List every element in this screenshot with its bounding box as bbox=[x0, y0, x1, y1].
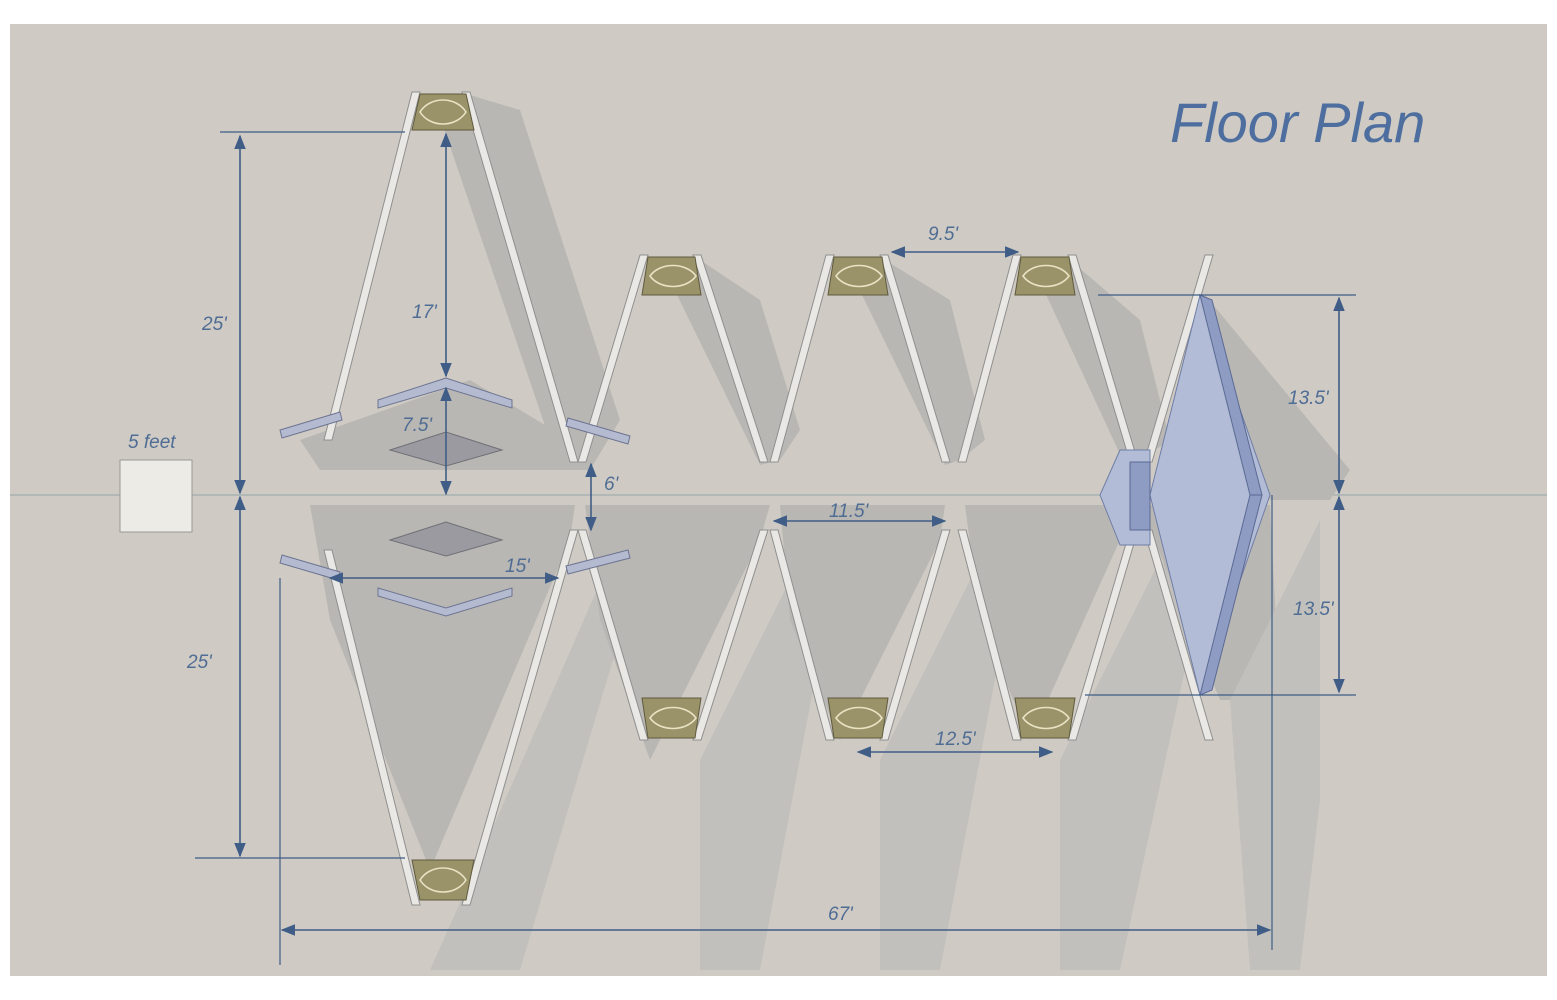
glass-pavilion bbox=[1099, 293, 1271, 697]
ornament-crest-5 bbox=[411, 859, 475, 901]
dim-label-front-width: 15' bbox=[505, 556, 531, 577]
dim-label-right-top: 13.5' bbox=[1288, 388, 1330, 409]
bottom-panels bbox=[323, 529, 1214, 906]
dimension-lines bbox=[195, 131, 1356, 965]
ornament-crest-4 bbox=[1014, 256, 1076, 296]
scale-square bbox=[119, 459, 193, 533]
ornament-crest-2 bbox=[641, 256, 702, 296]
dim-label-inner-depth: 17' bbox=[412, 302, 438, 323]
ornament-crest-8 bbox=[1014, 697, 1076, 739]
ornament-crest-1 bbox=[411, 93, 475, 131]
top-panels bbox=[323, 91, 1214, 463]
dim-label-left-top: 25' bbox=[201, 314, 228, 335]
ornament-crest-6 bbox=[641, 697, 702, 739]
top-ornaments bbox=[411, 93, 1076, 296]
ornament-crest-3 bbox=[827, 256, 889, 296]
dim-label-middle-spacing: 11.5' bbox=[829, 501, 870, 522]
ornament-crest-7 bbox=[827, 697, 889, 739]
page-title: Floor Plan bbox=[1170, 91, 1425, 154]
dim-label-left-bottom: 25' bbox=[186, 652, 213, 673]
dim-label-overall-length: 67' bbox=[828, 904, 854, 925]
dim-label-center-gap: 7.5' bbox=[402, 415, 433, 436]
dim-label-aisle-gap: 6' bbox=[604, 474, 620, 495]
dim-label-bottom-spacing: 12.5' bbox=[935, 729, 977, 750]
bottom-ornaments bbox=[411, 697, 1076, 901]
dim-label-right-bottom: 13.5' bbox=[1293, 599, 1335, 620]
dim-label-top-spacing: 9.5' bbox=[928, 224, 959, 245]
scale-label: 5 feet bbox=[128, 432, 176, 453]
